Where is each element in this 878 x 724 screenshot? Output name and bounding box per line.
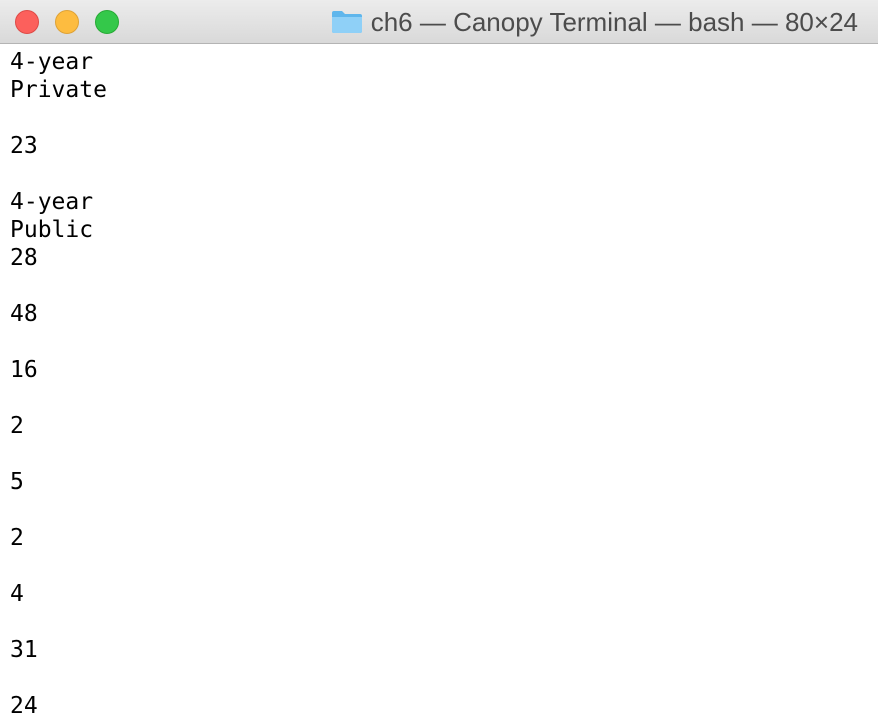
terminal-output[interactable]: 4-year Private 23 4-year Public 28 48 16… xyxy=(10,48,868,724)
terminal-line xyxy=(10,440,868,468)
terminal-line xyxy=(10,104,868,132)
zoom-button[interactable] xyxy=(95,10,119,34)
terminal-line: 4-year xyxy=(10,189,94,215)
terminal-line xyxy=(10,552,868,580)
close-button[interactable] xyxy=(15,10,39,34)
terminal-line: 48 xyxy=(10,301,38,327)
terminal-line xyxy=(10,664,868,692)
window-title: ch6 — Canopy Terminal — bash — 80×24 xyxy=(370,6,858,37)
terminal-line: 28 xyxy=(10,245,38,271)
terminal-line: 2 xyxy=(10,413,24,439)
terminal-line xyxy=(10,160,868,188)
terminal-line: Public xyxy=(10,217,94,243)
title-bar[interactable]: ch6 — Canopy Terminal — bash — 80×24 xyxy=(0,0,878,44)
terminal-line xyxy=(10,272,868,300)
terminal-line xyxy=(10,384,868,412)
terminal-line: 24 xyxy=(10,693,38,719)
minimize-button[interactable] xyxy=(55,10,79,34)
terminal-line: 4-year xyxy=(10,49,94,75)
terminal-line xyxy=(10,496,868,524)
terminal-line: 16 xyxy=(10,357,38,383)
terminal-line: 2 xyxy=(10,525,24,551)
terminal-line: 5 xyxy=(10,469,24,495)
terminal-line xyxy=(10,608,868,636)
folder-icon xyxy=(331,11,362,33)
terminal-line xyxy=(10,328,868,356)
terminal-line: 4 xyxy=(10,581,24,607)
window-title-group: ch6 — Canopy Terminal — bash — 80×24 xyxy=(331,0,858,44)
terminal-line: 23 xyxy=(10,133,38,159)
terminal-line: 31 xyxy=(10,637,38,663)
terminal-line: Private xyxy=(10,77,107,103)
